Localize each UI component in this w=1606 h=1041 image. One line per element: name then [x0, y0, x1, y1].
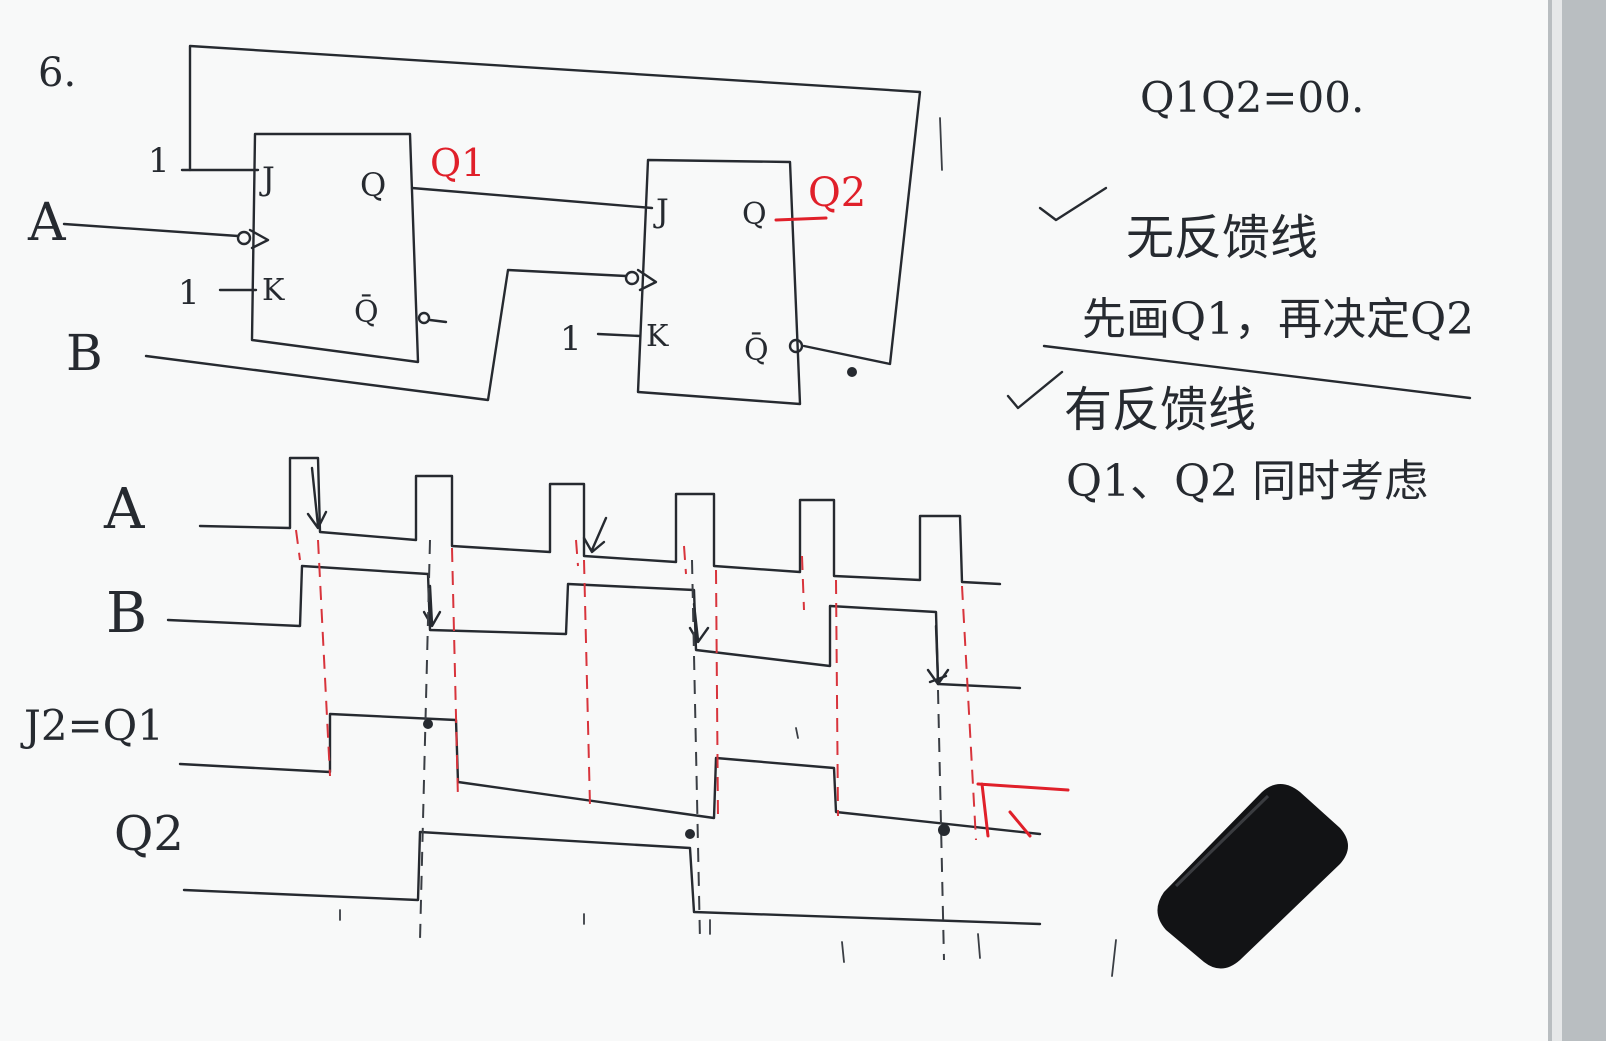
- ff1-q-pin: Q: [360, 166, 386, 204]
- guide-red-1: [317, 539, 331, 777]
- flip-flop-1: [250, 132, 420, 364]
- edge-arrow-b1: [422, 584, 442, 628]
- intersection-dot-1: [423, 719, 433, 729]
- edge-arrow-b3: [926, 624, 950, 686]
- eraser-highlight: [1174, 794, 1270, 888]
- k1-const: 1: [178, 273, 200, 313]
- guide-red-4: [715, 569, 719, 821]
- eraser-body: [1157, 784, 1348, 969]
- circuit-diagram: 1 J A 1 K Q Q1 Q̄ B J Q Q2 1 K Q̄: [27, 44, 943, 406]
- ff1-j-pin: J: [259, 160, 275, 198]
- ff2-k-pin: K: [646, 319, 669, 354]
- ff2-q-pin: Q: [742, 197, 767, 232]
- flip-flop-2: [636, 158, 802, 406]
- note-with-feedback: 有反馈线: [1064, 382, 1256, 438]
- guide-black-2: [691, 559, 701, 941]
- note-no-feedback: 无反馈线: [1126, 210, 1318, 266]
- timing-label-a: A: [103, 477, 145, 542]
- clock-b-wire: [144, 268, 628, 402]
- input-a-label: A: [27, 193, 67, 253]
- ff1-qbar-stub: [428, 318, 448, 324]
- guide-black-3: [937, 689, 945, 961]
- guide-red-3: [583, 559, 591, 807]
- note-draw-q1-first: 先画Q1，再决定Q2: [1082, 294, 1474, 345]
- ff2-j-pin: J: [653, 192, 669, 230]
- edge-arrow-a1: [306, 466, 328, 530]
- tick-marks: [339, 727, 1117, 977]
- guide-black-1: [419, 539, 431, 941]
- ff2-q-wire: [774, 216, 828, 222]
- k2-wire: [596, 332, 642, 338]
- waveform-q1: [178, 712, 1042, 836]
- ff1-output-label: Q1: [430, 141, 485, 185]
- waveform-q2: [182, 830, 1042, 926]
- board-frame-edge: [1552, 0, 1562, 1041]
- ff2-qbar-bubble: [788, 338, 804, 354]
- guide-red-2: [451, 547, 459, 801]
- guide-red-6: [961, 585, 977, 841]
- eraser: [1157, 784, 1348, 969]
- ff1-clock-triangle: [248, 228, 270, 250]
- stray-mark: [939, 117, 943, 171]
- ff2-qbar-pin: Q̄: [744, 332, 769, 368]
- checkmark-1: [1038, 186, 1108, 222]
- timing-label-q2: Q2: [114, 806, 184, 862]
- timing-diagram: A B J2=Q1 Q2: [20, 456, 1117, 977]
- ff1-qbar-pin: Q̄: [354, 294, 379, 330]
- checkmark-2: [1006, 370, 1064, 410]
- ink-dot: [847, 367, 857, 377]
- intersection-dot-3: [938, 824, 950, 836]
- note-divider: [1042, 344, 1472, 400]
- k2-const: 1: [560, 319, 582, 359]
- input-b-label: B: [66, 324, 103, 382]
- ff1-k-pin: K: [262, 273, 285, 308]
- ff2-output-label: Q2: [808, 170, 866, 216]
- clock-a-wire: [62, 222, 240, 238]
- ff2-clock-bubble: [624, 270, 640, 286]
- guide-red-short: [295, 529, 805, 611]
- ff1-clock-bubble: [236, 230, 252, 246]
- edge-arrow-a3: [582, 516, 608, 554]
- q1-to-j2-wire: [410, 186, 654, 210]
- guide-red-5: [835, 579, 839, 817]
- problem-number: 6.: [38, 50, 76, 96]
- note-consider-both: Q1、Q2 同时考虑: [1066, 456, 1428, 507]
- ff2-clock-triangle: [636, 268, 658, 292]
- timing-label-b: B: [106, 581, 147, 646]
- board-surface: [0, 0, 1560, 1041]
- ff1-qbar-bubble: [417, 311, 431, 325]
- waveform-b: [166, 564, 1022, 690]
- timing-label-j2: J2=Q1: [20, 701, 164, 750]
- feedback-wire: [188, 44, 922, 366]
- waveform-a: [198, 456, 1002, 586]
- initial-state-note: Q1Q2=00.: [1140, 73, 1364, 122]
- intersection-dot-2: [685, 829, 695, 839]
- j1-const: 1: [148, 141, 170, 181]
- q2-red-correction: [976, 782, 1070, 838]
- notes-panel: Q1Q2=00. 无反馈线 先画Q1，再决定Q2 有反馈线 Q1、Q2 同时考虑: [1006, 73, 1474, 507]
